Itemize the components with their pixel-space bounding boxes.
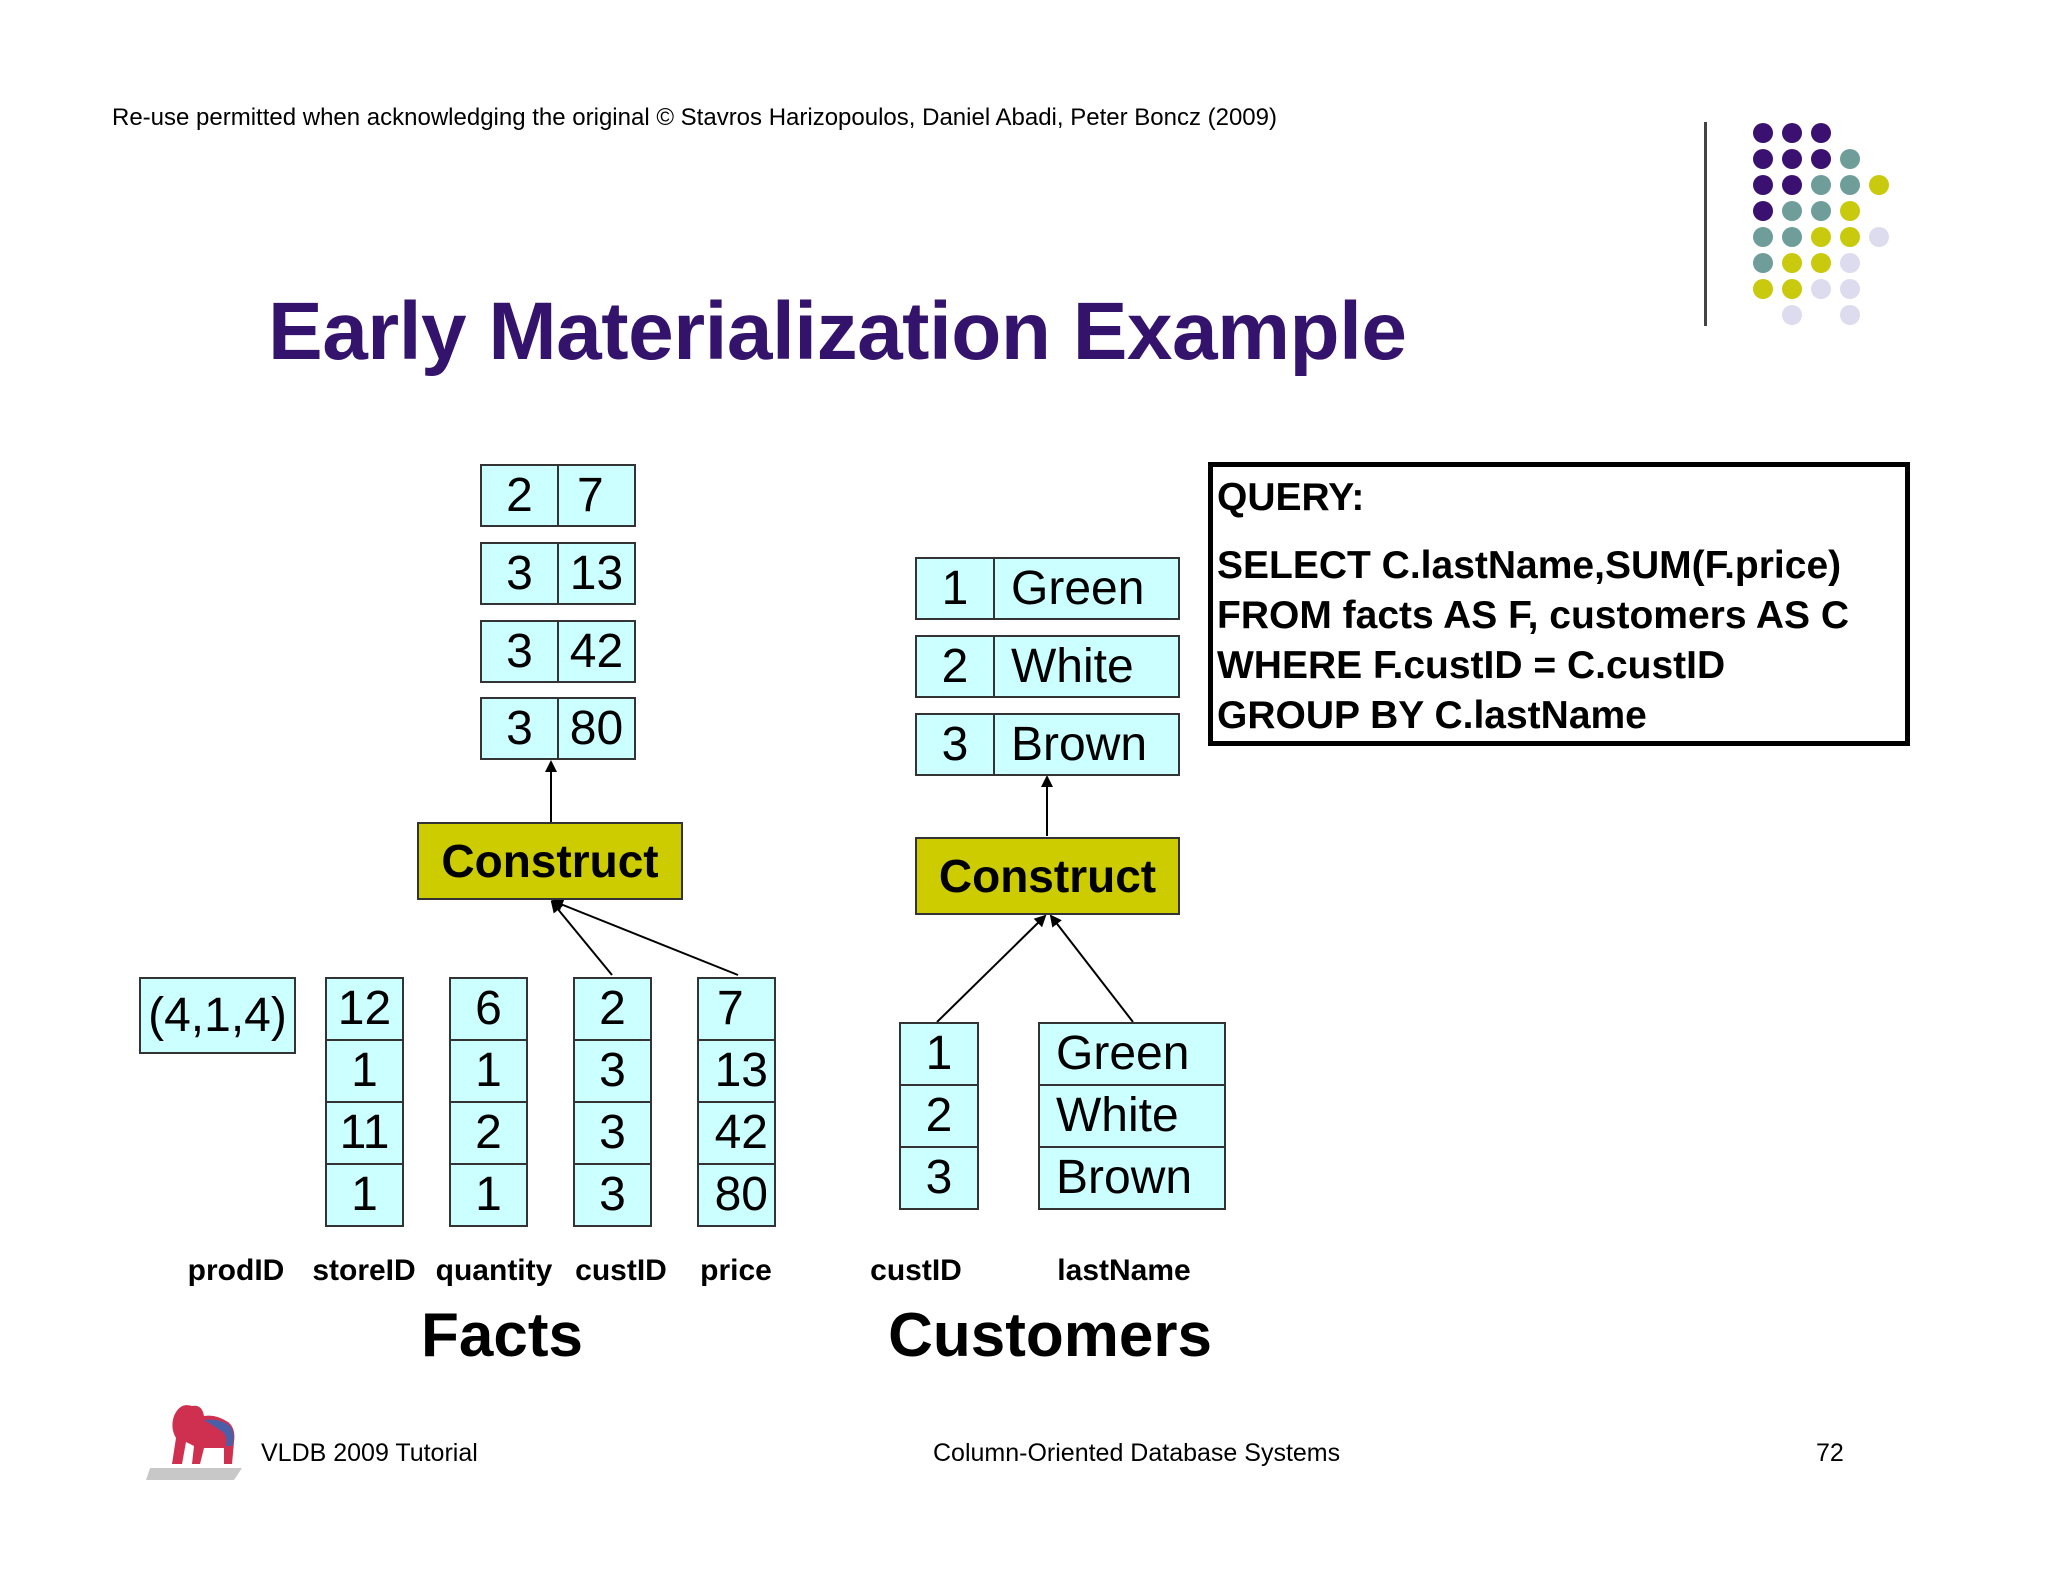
dot <box>1840 175 1860 195</box>
facts-custid-cell: 3 <box>573 1163 652 1227</box>
customers-output-lastname-cell: Green <box>993 557 1180 620</box>
facts-output-custid-cell: 3 <box>480 620 559 683</box>
dot <box>1840 227 1860 247</box>
dot <box>1753 149 1773 169</box>
dot <box>1782 305 1802 325</box>
facts-custid-cell: 2 <box>573 977 652 1041</box>
query-box: QUERY: SELECT C.lastName,SUM(F.price) FR… <box>1208 462 1910 746</box>
prodid-rle-cell: (4,1,4) <box>139 977 296 1054</box>
facts-custid-cell: 3 <box>573 1039 652 1103</box>
title-divider-line <box>1704 122 1707 326</box>
storeid-cell: 12 <box>325 977 404 1041</box>
customers-output-custid-cell: 3 <box>915 713 995 776</box>
dot <box>1811 227 1831 247</box>
facts-output-custid-cell: 3 <box>480 542 559 605</box>
facts-custid-cell: 3 <box>573 1101 652 1165</box>
page-number: 72 <box>1816 1439 1844 1467</box>
column-label-price: price <box>700 1254 772 1287</box>
facts-output-custid-cell: 2 <box>480 464 559 527</box>
facts-output-price-cell: 80 <box>557 697 636 760</box>
slide-title: Early Materialization Example <box>268 286 1407 377</box>
customers-construct-box: Construct <box>915 837 1180 915</box>
lastname-cell: Brown <box>1038 1146 1226 1210</box>
dot <box>1753 253 1773 273</box>
lastname-cell: Green <box>1038 1022 1226 1086</box>
query-line: WHERE F.custID = C.custID <box>1217 643 1726 687</box>
column-label-customers-custid: custID <box>870 1254 962 1287</box>
dot <box>1753 227 1773 247</box>
customers-custid-cell: 1 <box>899 1022 979 1086</box>
customers-table-label: Customers <box>888 1301 1212 1370</box>
facts-table-label: Facts <box>421 1301 583 1370</box>
dot <box>1782 123 1802 143</box>
dot <box>1811 279 1831 299</box>
query-heading: QUERY: <box>1217 476 1365 519</box>
lastname-to-customers-construct-arrow <box>1049 914 1134 1023</box>
dot <box>1811 149 1831 169</box>
dot <box>1782 279 1802 299</box>
price-cell: 42 <box>697 1101 776 1165</box>
custid-to-facts-construct-arrow <box>550 900 613 976</box>
facts-output-custid-cell: 3 <box>480 697 559 760</box>
lastname-cell: White <box>1038 1084 1226 1148</box>
customers-custid-cell: 2 <box>899 1084 979 1148</box>
column-label-storeid: storeID <box>312 1254 416 1287</box>
query-line: SELECT C.lastName,SUM(F.price) <box>1217 543 1842 587</box>
price-cell: 7 <box>697 977 776 1041</box>
column-label-lastname: lastName <box>1057 1254 1191 1287</box>
storeid-cell: 1 <box>325 1039 404 1103</box>
dot <box>1840 201 1860 221</box>
dot <box>1753 201 1773 221</box>
dot <box>1811 175 1831 195</box>
dot <box>1840 279 1860 299</box>
quantity-cell: 1 <box>449 1163 528 1227</box>
facts-output-price-cell: 42 <box>557 620 636 683</box>
quantity-cell: 2 <box>449 1101 528 1165</box>
customers-output-custid-cell: 1 <box>915 557 995 620</box>
storeid-cell: 1 <box>325 1163 404 1227</box>
dot <box>1869 227 1889 247</box>
facts-output-price-cell: 13 <box>557 542 636 605</box>
dot <box>1782 175 1802 195</box>
column-label-quantity: quantity <box>435 1254 553 1287</box>
quantity-cell: 6 <box>449 977 528 1041</box>
dot <box>1840 149 1860 169</box>
column-label-facts-custid: custID <box>575 1254 667 1287</box>
facts-construct-box: Construct <box>417 822 683 900</box>
dot <box>1840 305 1860 325</box>
price-cell: 13 <box>697 1039 776 1103</box>
dot <box>1753 175 1773 195</box>
dot <box>1811 123 1831 143</box>
footer-center-text: Column-Oriented Database Systems <box>933 1439 1341 1467</box>
dot <box>1811 253 1831 273</box>
dot <box>1753 123 1773 143</box>
price-cell: 80 <box>697 1163 776 1227</box>
dot <box>1753 279 1773 299</box>
lion-logo <box>146 1405 242 1480</box>
query-line: GROUP BY C.lastName <box>1217 693 1647 737</box>
customers-custid-cell: 3 <box>899 1146 979 1210</box>
quantity-cell: 1 <box>449 1039 528 1103</box>
dot <box>1782 253 1802 273</box>
dot <box>1782 227 1802 247</box>
storeid-cell: 11 <box>325 1101 404 1165</box>
query-line: FROM facts AS F, customers AS C <box>1217 593 1850 637</box>
facts-output-price-cell: 7 <box>557 464 636 527</box>
custid-to-customers-construct-arrow <box>936 914 1047 1023</box>
dot <box>1869 175 1889 195</box>
dot <box>1840 253 1860 273</box>
customers-output-lastname-cell: Brown <box>993 713 1180 776</box>
column-label-prodid: prodID <box>187 1254 285 1287</box>
footer-left-text: VLDB 2009 Tutorial <box>261 1439 478 1467</box>
dot <box>1811 201 1831 221</box>
dot <box>1782 201 1802 221</box>
customers-output-custid-cell: 2 <box>915 635 995 698</box>
price-to-facts-construct-arrow <box>551 899 739 976</box>
customers-output-lastname-cell: White <box>993 635 1180 698</box>
dot <box>1782 149 1802 169</box>
copyright-notice: Re-use permitted when acknowledging the … <box>112 104 1277 131</box>
